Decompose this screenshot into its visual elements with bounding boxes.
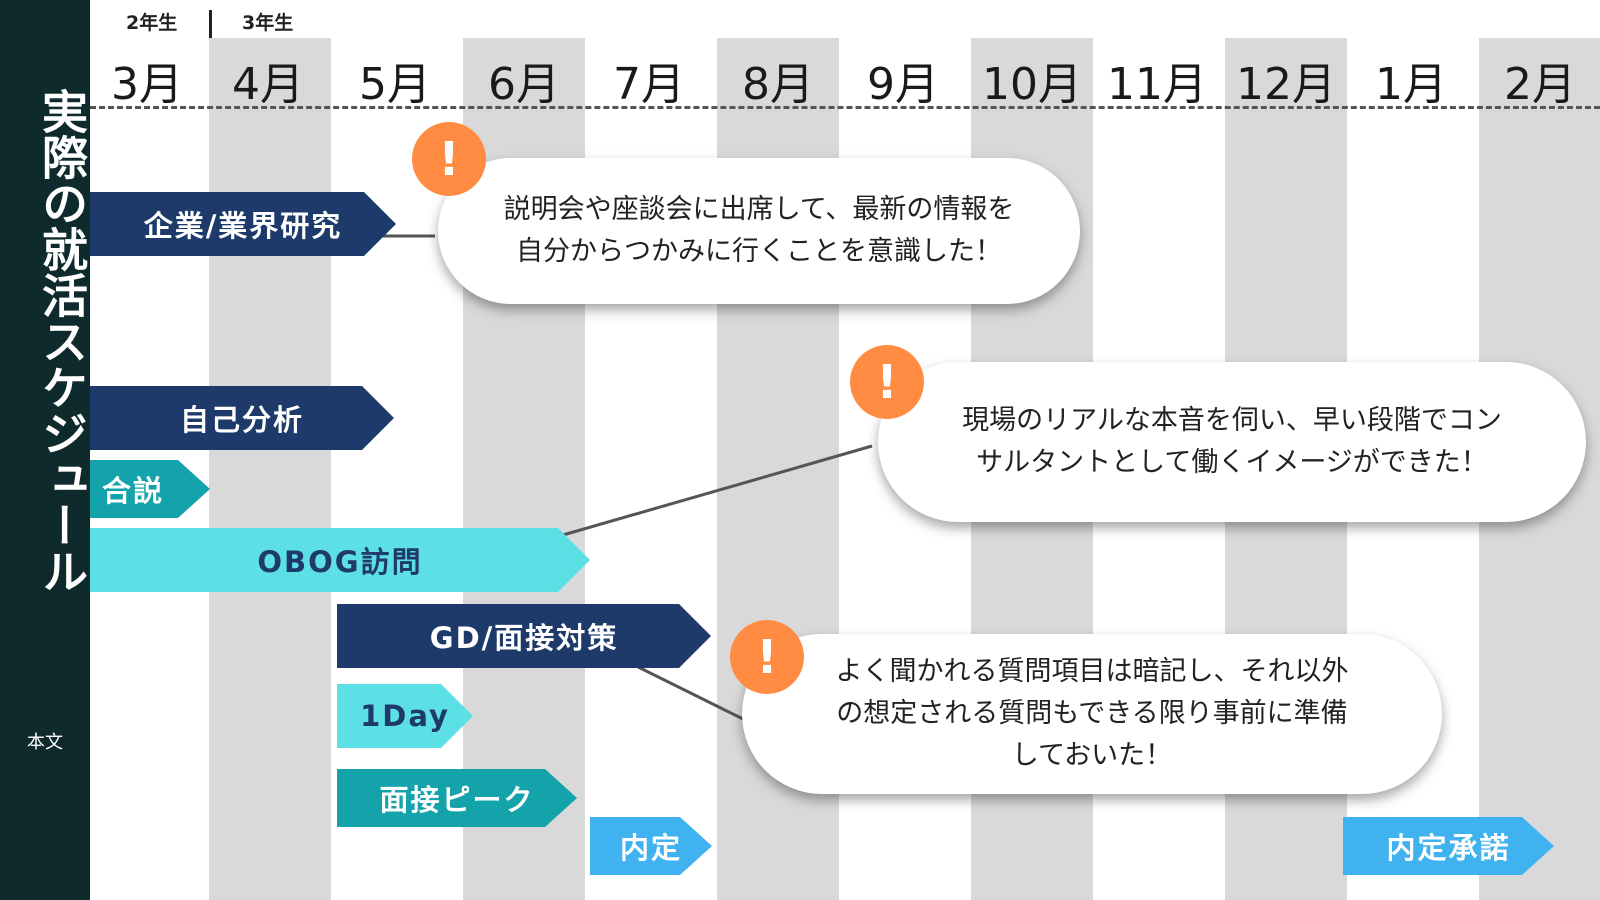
month-label: 11月 <box>1107 59 1207 110</box>
callout-line: 自分からつかみに行くことを意識した！ <box>516 236 1002 267</box>
grade-label-next: 3年生 <box>242 12 294 34</box>
bar-obog-visit: OBOG訪問 <box>90 528 590 592</box>
bar-offer-accept: 内定承諾 <box>1343 817 1554 875</box>
sidebar-title: 実際の就活スケジュール <box>35 88 89 594</box>
month-label: 8月 <box>742 59 814 110</box>
bar-self-analysis: 自己分析 <box>90 386 394 450</box>
sidebar-subtitle: 本文 <box>27 732 63 753</box>
callout-line: 現場のリアルな本音を伺い、早い段階でコン <box>962 405 1502 436</box>
alert-icon: ! <box>850 345 924 419</box>
month-label: 9月 <box>867 59 939 110</box>
bar-company-research: 企業/業界研究 <box>90 192 396 256</box>
grade-divider <box>209 10 212 38</box>
month-label: 3月 <box>111 59 183 110</box>
callout-bubble-gd: よく聞かれる質問項目は暗記し、それ以外 の想定される質問もできる限り事前に準備 … <box>742 634 1442 794</box>
callout-text: 説明会や座談会に出席して、最新の情報を 自分からつかみに行くことを意識した！ <box>504 189 1015 273</box>
grade-label-prev: 2年生 <box>126 12 178 34</box>
month-label: 12月 <box>1236 59 1336 110</box>
month-stripe <box>209 38 331 900</box>
alert-icon: ! <box>730 620 804 694</box>
month-label: 10月 <box>982 59 1082 110</box>
bar-1day: 1Day <box>337 684 473 748</box>
callout-line: よく聞かれる質問項目は暗記し、それ以外 <box>835 656 1349 687</box>
bar-joint-briefing: 合説 <box>90 460 210 518</box>
bar-gd-interview-prep: GD/面接対策 <box>337 604 711 668</box>
callout-bubble-obog: 現場のリアルな本音を伺い、早い段階でコン サルタントとして働くイメージができた！ <box>878 362 1586 522</box>
month-label: 2月 <box>1504 59 1576 110</box>
callout-line: 説明会や座談会に出席して、最新の情報を <box>503 194 1015 225</box>
callout-line: サルタントとして働くイメージができた！ <box>976 447 1488 478</box>
sidebar: 実際の就活スケジュール 本文 <box>0 0 90 900</box>
month-label: 6月 <box>488 59 560 110</box>
header-divider <box>90 106 1600 109</box>
callout-line: の想定される質問もできる限り事前に準備 <box>836 698 1348 729</box>
callout-line: しておいた！ <box>1011 740 1173 771</box>
callout-text: 現場のリアルな本音を伺い、早い段階でコン サルタントとして働くイメージができた！ <box>962 400 1502 484</box>
callout-bubble-research: 説明会や座談会に出席して、最新の情報を 自分からつかみに行くことを意識した！ <box>438 158 1080 304</box>
month-label: 5月 <box>359 59 431 110</box>
bar-interview-peak: 面接ピーク <box>337 769 577 827</box>
alert-icon: ! <box>412 122 486 196</box>
month-label: 1月 <box>1375 59 1447 110</box>
bar-offer: 内定 <box>590 817 712 875</box>
month-label: 4月 <box>232 59 304 110</box>
month-label: 7月 <box>613 59 685 110</box>
callout-text: よく聞かれる質問項目は暗記し、それ以外 の想定される質問もできる限り事前に準備 … <box>836 651 1349 777</box>
